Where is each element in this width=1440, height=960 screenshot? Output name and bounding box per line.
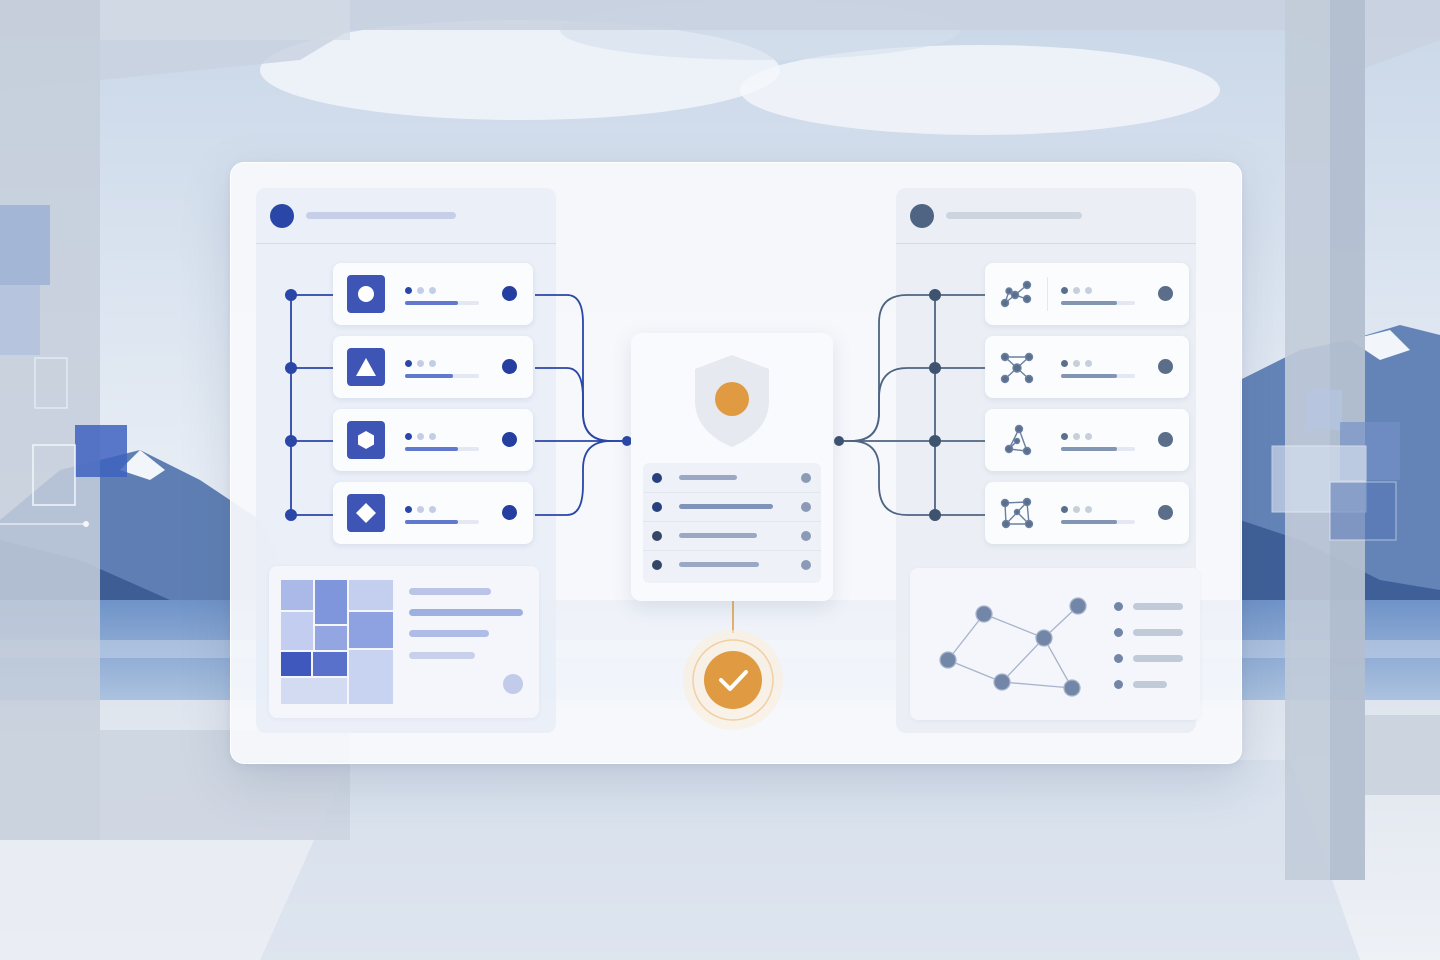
progress-fill [1061, 374, 1117, 378]
status-dots [405, 500, 441, 513]
status-dots [1061, 500, 1097, 513]
list-bullet [1114, 654, 1123, 663]
row-bullet [652, 473, 662, 483]
circle-shape-icon [347, 275, 385, 313]
row-status-dot [801, 502, 811, 512]
progress-fill [1061, 447, 1117, 451]
list-bullet [1114, 628, 1123, 637]
progress-fill [1061, 520, 1117, 524]
header-title-placeholder [306, 212, 456, 219]
text-placeholder [679, 504, 773, 509]
progress-fill [405, 301, 459, 305]
progress-bar [1061, 520, 1135, 524]
source-panel [256, 188, 556, 733]
status-dots [405, 281, 441, 294]
source-item-1[interactable] [333, 263, 533, 325]
triangle-shape-icon [347, 348, 385, 386]
connector-port[interactable] [502, 505, 517, 520]
network-graph-icon [939, 597, 1087, 697]
progress-bar [405, 301, 479, 305]
row-bullet [652, 560, 662, 570]
status-dots [405, 427, 441, 440]
row-bullet [652, 531, 662, 541]
progress-fill [405, 520, 459, 524]
progress-fill [405, 374, 454, 378]
target-summary-card[interactable] [910, 568, 1200, 720]
text-placeholder [1133, 629, 1183, 636]
list-bullet [1114, 602, 1123, 611]
rule-row[interactable] [643, 492, 821, 522]
row-status-dot [801, 531, 811, 541]
network-graph-icon [1000, 280, 1032, 308]
connector-port[interactable] [1158, 505, 1173, 520]
connector-port[interactable] [502, 286, 517, 301]
divider [1047, 277, 1048, 311]
text-placeholder [409, 652, 475, 659]
text-placeholder [409, 588, 491, 595]
diamond-shape-icon [347, 494, 385, 532]
status-dots [1061, 281, 1097, 294]
text-placeholder [679, 475, 737, 480]
text-placeholder [1133, 603, 1183, 610]
text-placeholder [409, 630, 489, 637]
status-dots [1061, 427, 1097, 440]
target-panel-header [896, 188, 1196, 244]
connector-port[interactable] [1158, 432, 1173, 447]
text-placeholder [409, 609, 523, 616]
progress-bar [1061, 447, 1135, 451]
source-item-2[interactable] [333, 336, 533, 398]
policy-check-card[interactable] [631, 333, 833, 601]
circle-status-icon [503, 674, 523, 694]
rule-row[interactable] [643, 463, 821, 493]
progress-bar [1061, 374, 1135, 378]
target-item-4[interactable] [985, 482, 1189, 544]
source-item-3[interactable] [333, 409, 533, 471]
progress-fill [1061, 301, 1117, 305]
progress-bar [405, 447, 479, 451]
grid-blocks-icon [281, 580, 393, 704]
progress-bar [405, 520, 479, 524]
connector-port[interactable] [502, 432, 517, 447]
text-placeholder [679, 533, 757, 538]
connector-port[interactable] [502, 359, 517, 374]
source-panel-header [256, 188, 556, 244]
list-bullet [1114, 680, 1123, 689]
status-dots [405, 354, 441, 367]
progress-bar [405, 374, 479, 378]
progress-fill [405, 447, 459, 451]
status-dots [1061, 354, 1097, 367]
main-window [230, 162, 1242, 764]
check-icon[interactable] [681, 628, 785, 732]
circle-avatar-icon [910, 204, 934, 228]
text-placeholder [1133, 655, 1183, 662]
shield-icon [695, 355, 769, 447]
header-title-placeholder [946, 212, 1082, 219]
target-panel [896, 188, 1200, 733]
hub-graph-icon [1000, 352, 1034, 384]
triangle-graph-icon [1004, 424, 1032, 456]
mesh-graph-icon [1000, 497, 1034, 529]
source-summary-card[interactable] [269, 566, 539, 718]
text-placeholder [679, 562, 759, 567]
rule-row[interactable] [643, 521, 821, 551]
hexagon-shape-icon [347, 421, 385, 459]
rule-list [643, 463, 821, 583]
rule-row[interactable] [643, 550, 821, 579]
row-bullet [652, 502, 662, 512]
connector-port[interactable] [1158, 286, 1173, 301]
row-status-dot [801, 560, 811, 570]
source-item-4[interactable] [333, 482, 533, 544]
row-status-dot [801, 473, 811, 483]
target-item-1[interactable] [985, 263, 1189, 325]
circle-avatar-icon [270, 204, 294, 228]
target-item-2[interactable] [985, 336, 1189, 398]
connector-port[interactable] [1158, 359, 1173, 374]
progress-bar [1061, 301, 1135, 305]
target-item-3[interactable] [985, 409, 1189, 471]
text-placeholder [1133, 681, 1167, 688]
